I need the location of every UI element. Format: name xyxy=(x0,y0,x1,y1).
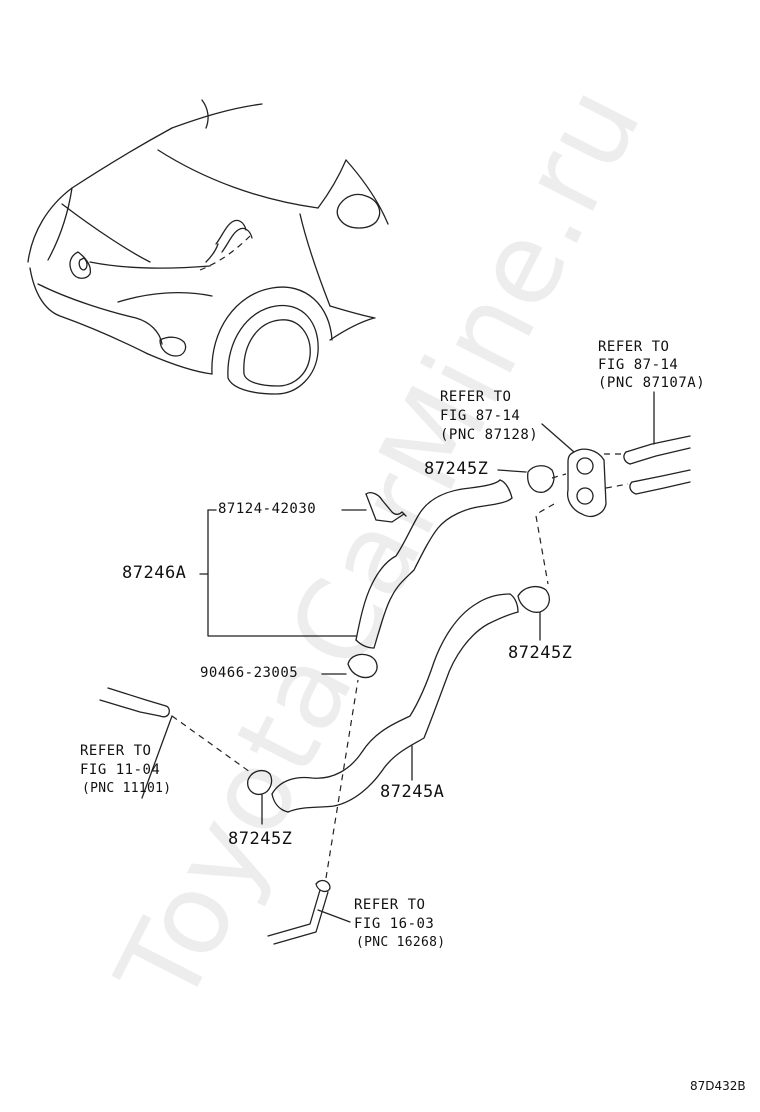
part-label-87245z-bottom: 87245Z xyxy=(228,829,293,849)
part-label-87246a: 87246A xyxy=(122,563,187,583)
refer-label-top-right-line-2: FIG 87-14 xyxy=(598,357,679,373)
part-label-87245z-right: 87245Z xyxy=(508,643,573,663)
vehicle-illustration xyxy=(27,99,389,395)
part-label-87245z-top: 87245Z xyxy=(424,459,489,479)
refer-label-bottom-line-3: (PNC 16268) xyxy=(356,935,446,950)
refer-label-left-line-2: FIG 11-04 xyxy=(80,762,161,778)
refer-label-bottom-line-1: REFER TO xyxy=(354,897,426,913)
refer-label-top-mid-line-3: (PNC 87128) xyxy=(440,427,539,443)
part-label-90466-23005: 90466-23005 xyxy=(200,665,299,681)
part-label-87124-42030: 87124-42030 xyxy=(218,501,317,517)
refer-label-left-line-3: (PNC 11101) xyxy=(82,781,172,796)
heater-hoses xyxy=(99,391,691,945)
diagram-code: 87D432B xyxy=(690,1079,746,1093)
refer-label-top-mid-line-2: FIG 87-14 xyxy=(440,408,521,424)
refer-label-top-right-line-1: REFER TO xyxy=(598,339,670,355)
refer-label-top-right-line-3: (PNC 87107A) xyxy=(598,375,706,391)
refer-label-left-line-1: REFER TO xyxy=(80,743,152,759)
refer-label-bottom-line-2: FIG 16-03 xyxy=(354,916,435,932)
refer-label-top-mid-line-1: REFER TO xyxy=(440,389,512,405)
part-label-87245a: 87245A xyxy=(380,782,445,802)
